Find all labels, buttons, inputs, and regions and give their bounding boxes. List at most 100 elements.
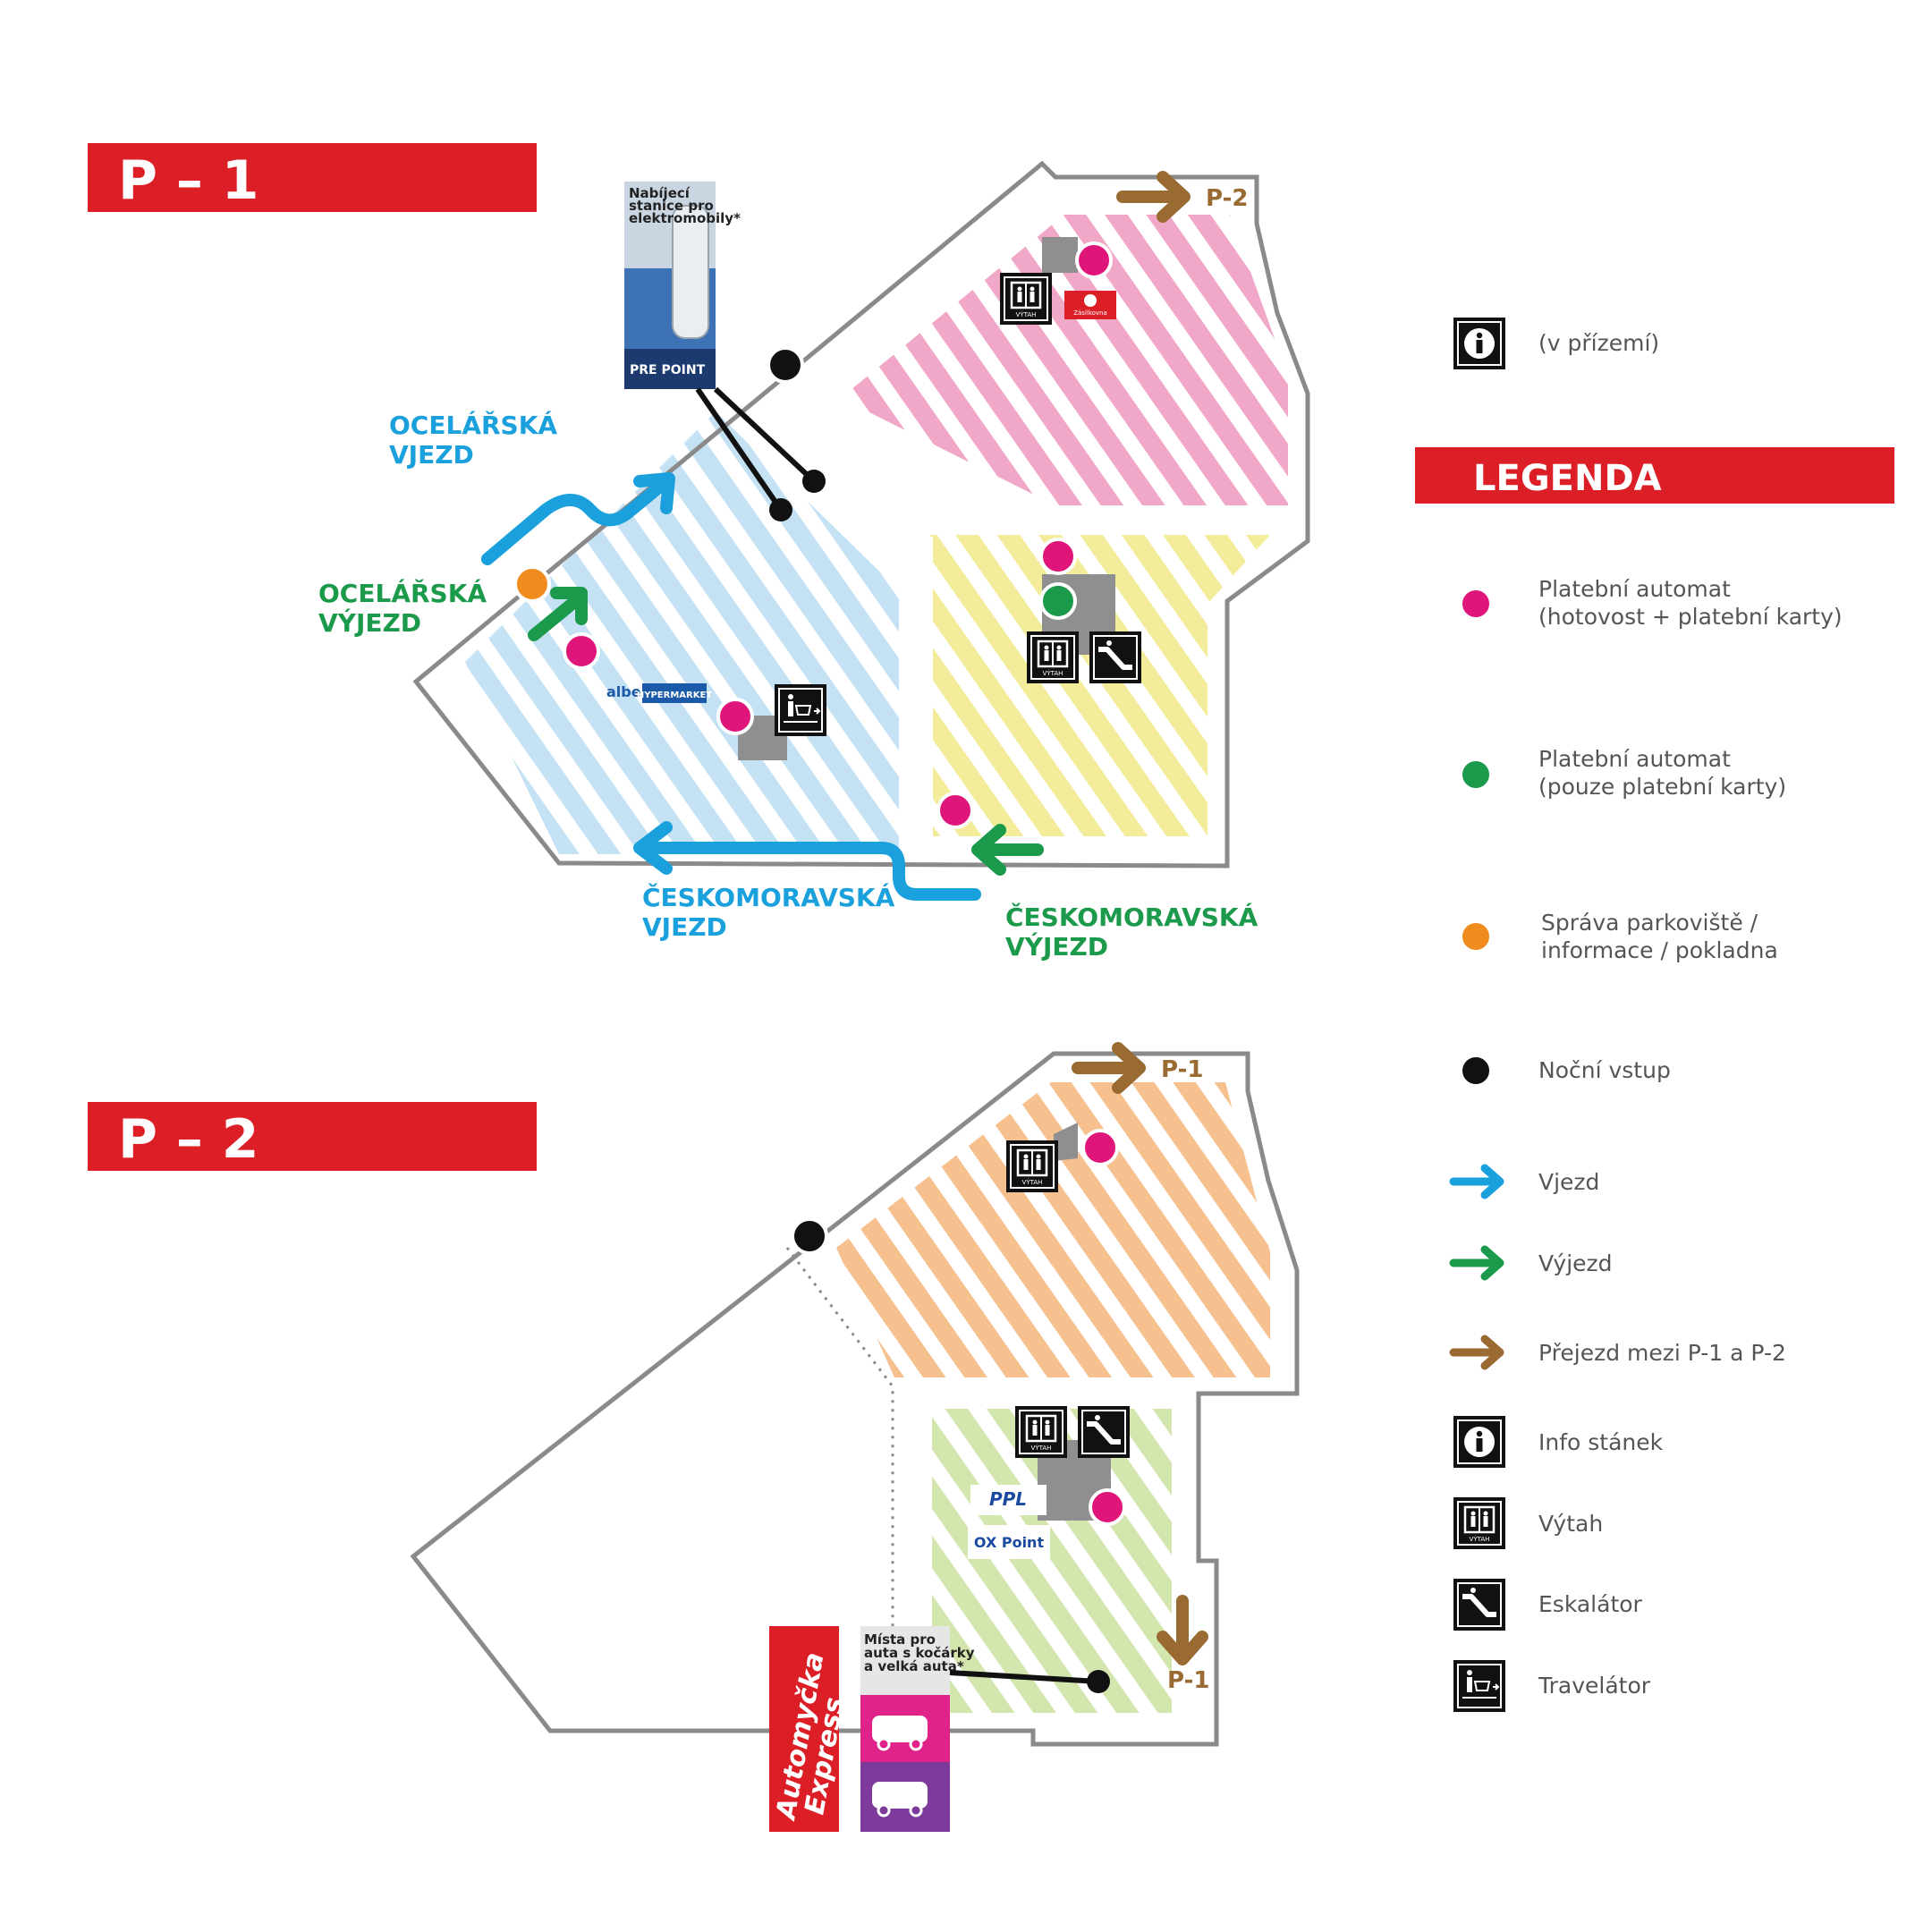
ev-charging-line1: Nabíjecí (629, 185, 691, 201)
svg-text:Zásilkovna: Zásilkovna (1073, 309, 1107, 317)
ev-charging-line2: stanice pro (629, 198, 714, 214)
ppl-sign: PPL (970, 1485, 1046, 1515)
travelator-icon (774, 683, 827, 737)
transfer-label-p1-top: P-1 (1161, 1056, 1203, 1083)
legend-item-label: Noční vstup (1538, 1057, 1671, 1083)
night-entrance-marker (802, 470, 826, 493)
zone-pink-p1 (841, 215, 1288, 505)
ev-charging-poster: Nabíjecí stanice pro elektromobily* PRE … (624, 182, 826, 521)
transfer-label-p2: P-2 (1206, 185, 1248, 212)
pre-point-logo: PRE POINT (630, 363, 706, 377)
level-p2-banner (88, 1102, 537, 1171)
legend-item-label: Přejezd mezi P-1 a P-2 (1538, 1340, 1786, 1366)
entrance-arrow-ceskomoravska (633, 821, 981, 901)
green-dot-icon (1459, 758, 1493, 792)
exit-arrow-ocelarska (528, 587, 588, 641)
legend-item-label: Travelátor (1538, 1673, 1651, 1699)
transfer-label-p1-bottom: P-1 (1167, 1667, 1209, 1694)
level-p1-banner (88, 143, 537, 212)
svg-text:OX Point: OX Point (974, 1534, 1045, 1551)
service-area (1054, 1123, 1078, 1161)
family-spaces-line3: a velká auta* (864, 1658, 964, 1674)
family-spaces-line2: auta s kočárky (864, 1645, 975, 1661)
legend-item-label: (hotovost + platební karty) (1538, 604, 1843, 630)
elevator-icon (1013, 1404, 1069, 1460)
level-p2: P – 2 PPL OX Point P-1 (88, 1042, 1300, 1832)
parking-office-marker (513, 565, 551, 603)
green-arrow-icon (1449, 1245, 1504, 1281)
street-ocelarska-vjezd-line2: VJEZD (389, 440, 474, 470)
travelator-icon (1453, 1659, 1506, 1713)
payment-machine-cash-marker (1039, 538, 1077, 575)
legend-item-label: informace / pokladna (1541, 937, 1778, 963)
level-p2-title: P – 2 (118, 1108, 259, 1171)
elevator-icon (998, 271, 1054, 326)
street-ceskomoravska-vyjezd-line2: VÝJEZD (1005, 931, 1108, 962)
payment-machine-cash-marker (936, 792, 974, 829)
payment-machine-cash-marker (1075, 242, 1113, 279)
street-ocelarska-vyjezd-line2: VÝJEZD (318, 607, 421, 638)
zone-blue-p1 (465, 411, 899, 854)
payment-machine-card-marker (1039, 582, 1077, 620)
family-spaces-poster: Místa pro auta s kočárky a velká auta* (860, 1626, 1110, 1832)
black-dot-icon (1459, 1054, 1493, 1088)
night-entrance-marker (769, 498, 792, 521)
escalator-icon (1078, 1406, 1130, 1458)
escalator-icon (1453, 1579, 1505, 1631)
info-icon (1453, 317, 1506, 370)
legend-item-label: Vjezd (1538, 1169, 1599, 1195)
info-note: (v přízemí) (1538, 330, 1659, 356)
legend-item-label: Platební automat (1538, 746, 1731, 772)
legend-item-label: Správa parkoviště / (1541, 910, 1758, 936)
escalator-icon (1089, 631, 1141, 683)
payment-machine-cash-marker (716, 698, 754, 735)
entrance-arrow-ocelarska (481, 472, 675, 565)
street-ceskomoravska-vjezd-line1: ČESKOMORAVSKÁ (642, 882, 895, 912)
legend-banner (1415, 447, 1894, 504)
level-p1: P – 1 Zásilkovna albert HYPERMARKET (88, 143, 1310, 962)
exit-arrow-ceskomoravska (971, 824, 1044, 876)
legend: (v přízemí) LEGENDA Platební automat (ho… (1415, 317, 1894, 1713)
service-area (1042, 237, 1078, 273)
payment-machine-cash-marker (563, 632, 600, 670)
legend-item-label: (pouze platební karty) (1538, 774, 1786, 800)
street-ocelarska-vjezd-line1: OCELÁŘSKÁ (389, 410, 557, 440)
street-ceskomoravska-vyjezd-line1: ČESKOMORAVSKÁ (1005, 902, 1258, 932)
zone-yellow-p1 (930, 535, 1270, 836)
level-p2-outline (410, 1051, 1300, 1747)
ev-charging-line3: elektromobily* (629, 210, 741, 226)
payment-machine-cash-marker (1089, 1488, 1126, 1526)
ox-point-sign: OX Point (968, 1525, 1050, 1559)
blue-arrow-icon (1449, 1164, 1504, 1199)
elevator-icon (1004, 1139, 1060, 1194)
legend-item-label: Výtah (1538, 1511, 1603, 1537)
family-spaces-line1: Místa pro (864, 1631, 936, 1648)
zone-orange-p2 (836, 1082, 1270, 1377)
transfer-arrow-p2-to-p1-down (1157, 1595, 1208, 1665)
night-entrance-marker (767, 346, 804, 384)
svg-text:HYPERMARKET: HYPERMARKET (637, 691, 712, 700)
legend-item-label: Platební automat (1538, 576, 1731, 602)
night-entrance-marker (791, 1217, 828, 1255)
elevator-icon (1025, 630, 1080, 685)
level-p1-outline (412, 160, 1310, 869)
zasilkovna-sign: Zásilkovna (1064, 291, 1116, 319)
magenta-dot-icon (1459, 587, 1493, 621)
level-p1-title: P – 1 (118, 149, 259, 212)
street-ceskomoravska-vjezd-line2: VJEZD (642, 912, 727, 942)
legend-item-label: Eskalátor (1538, 1591, 1643, 1617)
transfer-arrow-p1-to-p2 (1116, 171, 1191, 223)
transfer-arrow-p2-to-p1 (1072, 1042, 1146, 1094)
albert-hypermarket-sign: albert HYPERMARKET (606, 683, 712, 703)
night-entrance-marker (1087, 1670, 1110, 1693)
car-wash-sign: Automyčka Express (769, 1626, 851, 1832)
street-ocelarska-vyjezd-line1: OCELÁŘSKÁ (318, 578, 487, 608)
legend-title: LEGENDA (1473, 458, 1662, 499)
orange-dot-icon (1459, 919, 1493, 953)
elevator-icon (1452, 1496, 1507, 1551)
svg-text:PPL: PPL (989, 1488, 1027, 1510)
brown-arrow-icon (1449, 1335, 1504, 1370)
payment-machine-cash-marker (1081, 1129, 1119, 1166)
legend-item-label: Výjezd (1538, 1250, 1613, 1276)
